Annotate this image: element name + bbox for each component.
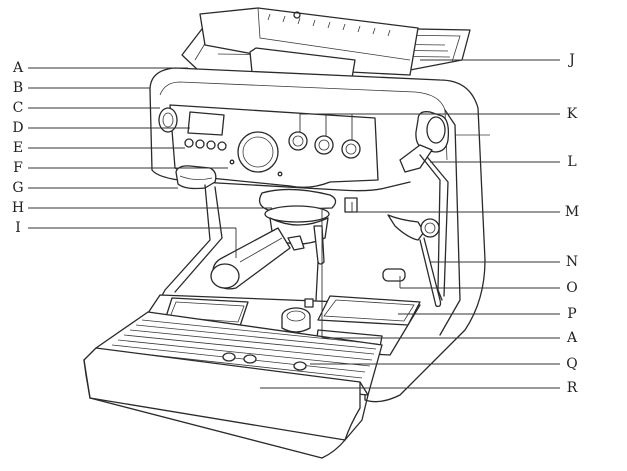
callout-right-l: L (567, 154, 577, 170)
callout-right-a: A (566, 330, 578, 346)
callout-left-h: H (11, 200, 25, 216)
cup-warming-tray (181, 7, 471, 79)
callout-right-k: K (566, 106, 578, 122)
callout-right-n: N (565, 254, 579, 270)
drip-tray-and-base (83, 268, 421, 459)
callout-right-q: Q (566, 356, 578, 372)
callout-right-o: O (566, 280, 578, 296)
callout-left-c: C (12, 100, 24, 116)
callout-left-d: D (12, 120, 24, 136)
grinder-outlet (175, 165, 217, 190)
callout-left-e: E (12, 140, 24, 156)
leader-lines-right (260, 59, 560, 389)
callout-left-b: B (12, 80, 24, 96)
callout-left-a: A (12, 60, 24, 76)
callout-right-j: J (569, 52, 575, 68)
callout-right-p: P (567, 306, 577, 322)
group-head-and-portafilter (210, 188, 358, 301)
steam-dial-and-wand (387, 111, 450, 308)
callout-right-m: M (564, 204, 580, 220)
callout-left-i: I (15, 220, 21, 236)
callout-left-f: F (13, 160, 23, 176)
callout-left-g: G (12, 180, 24, 196)
leader-lines-left (28, 67, 272, 258)
controls (158, 107, 361, 177)
callout-right-r: R (566, 380, 578, 396)
